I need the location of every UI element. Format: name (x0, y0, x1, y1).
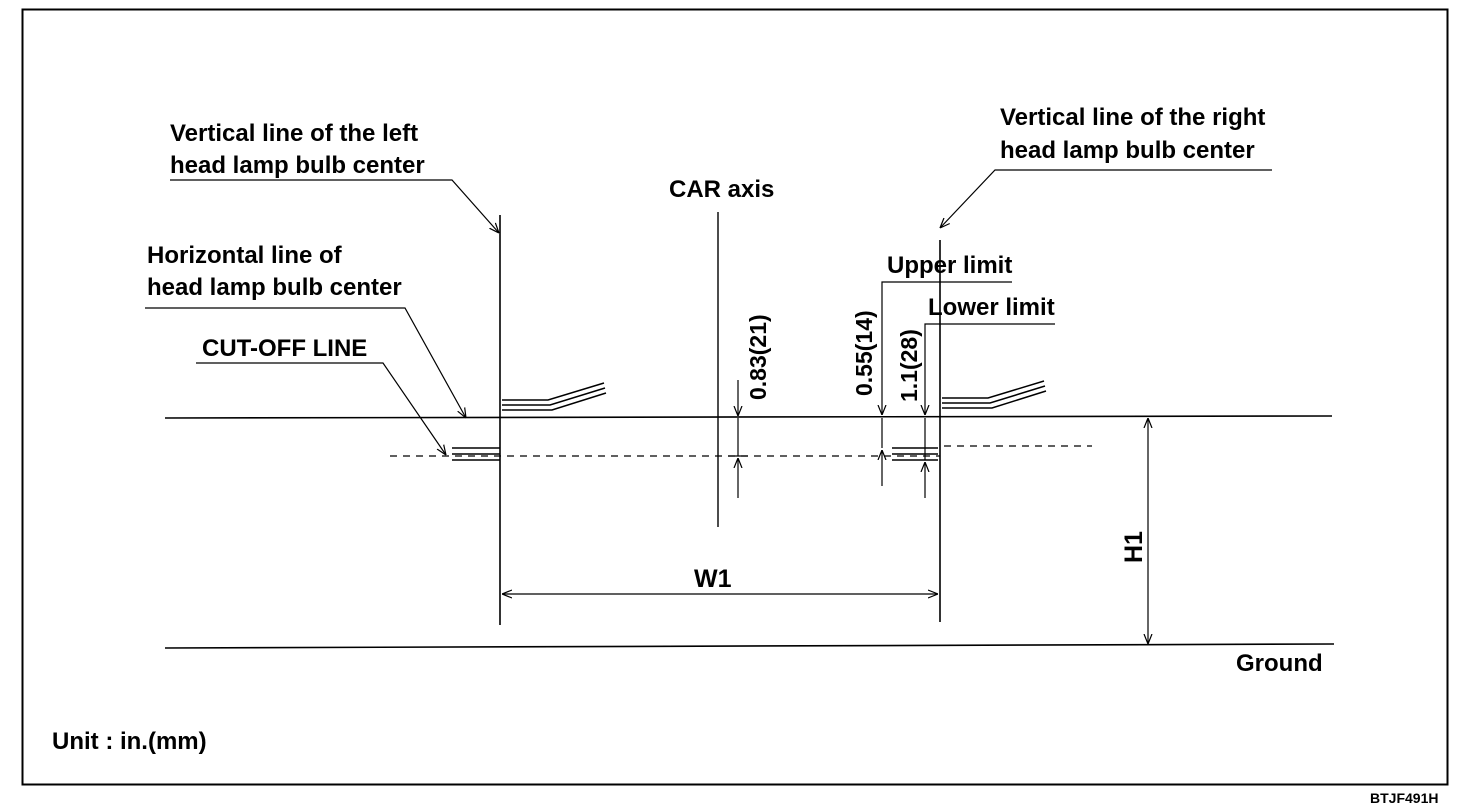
horizontal-line-label-line2: head lamp bulb center (147, 274, 402, 301)
cut-off-line-label: CUT-OFF LINE (202, 335, 367, 362)
right-cutoff-marks (892, 447, 938, 461)
left-vertical-leader (170, 179, 499, 233)
leader-lines (145, 169, 1272, 455)
dimension-0-83-label: 0.83(21) (745, 314, 771, 400)
right-vertical-label-line2: head lamp bulb center (1000, 137, 1255, 164)
dimension-upper-limit-label: 0.55(14) (851, 310, 877, 396)
left-cutoff-marks (452, 447, 500, 461)
left-beam-pattern (502, 382, 607, 411)
upper-limit-label: Upper limit (887, 252, 1012, 279)
cutoff-leader (196, 362, 446, 455)
left-vertical-label-line2: head lamp bulb center (170, 152, 425, 179)
ground-line (164, 643, 1335, 649)
right-vertical-label-line1: Vertical line of the right (1000, 104, 1265, 131)
right-beam-pattern (942, 380, 1047, 409)
h1-label: H1 (1120, 531, 1148, 563)
lower-limit-leader (924, 323, 1055, 342)
lower-limit-label: Lower limit (928, 294, 1055, 321)
figure-code: BTJF491H (1370, 790, 1438, 806)
diagram-frame (21, 8, 1449, 786)
left-vertical-label-line1: Vertical line of the left (170, 120, 418, 147)
w1-label: W1 (694, 565, 732, 593)
horizontal-line-label-line1: Horizontal line of (147, 242, 343, 269)
dimension-lower-limit-label: 1.1(28) (896, 329, 922, 402)
dimension-0-83 (728, 380, 748, 498)
unit-label: Unit : in.(mm) (52, 728, 207, 755)
ground-label: Ground (1236, 650, 1323, 677)
right-vertical-leader (940, 169, 1272, 228)
horizontal-line-leader (145, 307, 466, 418)
horizontal-center-line (164, 415, 1333, 419)
car-axis-label: CAR axis (669, 176, 774, 203)
upper-limit-leader (881, 281, 1012, 310)
